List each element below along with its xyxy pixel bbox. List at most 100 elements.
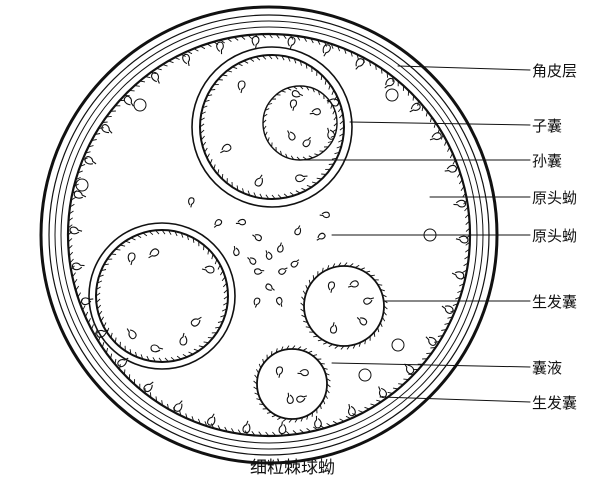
label-cyst-fluid: 囊液 xyxy=(532,359,563,377)
attached-protoscolex xyxy=(80,297,94,306)
free-protoscolex xyxy=(235,218,246,226)
attached-protoscolex xyxy=(71,262,85,271)
brood-capsule-teeth xyxy=(253,345,331,423)
attached-protoscolex xyxy=(143,381,154,393)
budding-capsule xyxy=(385,88,399,102)
free-protoscolex xyxy=(294,225,302,236)
protoscolex xyxy=(127,252,136,266)
free-protoscolex xyxy=(254,268,265,275)
attached-protoscolex xyxy=(251,35,260,49)
attached-protoscolex xyxy=(123,95,134,107)
attached-protoscolex xyxy=(455,235,469,244)
attached-protoscolex xyxy=(182,53,190,67)
free-protoscolex xyxy=(316,232,326,241)
free-protoscolex xyxy=(278,267,288,275)
protoscolex xyxy=(291,90,304,98)
protoscolex xyxy=(327,127,336,140)
free-protoscolex xyxy=(188,197,195,208)
leader-line xyxy=(379,396,531,403)
protoscolex xyxy=(275,366,284,378)
attached-protoscolex xyxy=(173,400,183,412)
attached-protoscolex xyxy=(378,386,387,398)
protoscolex xyxy=(329,322,338,334)
free-protoscolex xyxy=(290,259,300,268)
daughter-cyst-teeth xyxy=(199,54,345,200)
protoscolex xyxy=(287,130,296,141)
budding-capsule xyxy=(75,178,89,192)
leader-line xyxy=(331,362,531,368)
protoscolex xyxy=(289,99,298,111)
protoscolex xyxy=(309,108,321,116)
protoscolex xyxy=(363,297,375,305)
protoscolex xyxy=(237,80,246,94)
attached-protoscolex xyxy=(429,132,442,141)
attached-protoscolex xyxy=(207,413,216,426)
protoscolex xyxy=(286,392,294,404)
protoscolex xyxy=(179,332,188,346)
protoscolex xyxy=(326,98,340,107)
protoscolex xyxy=(347,280,359,288)
free-protoscolex xyxy=(247,257,257,265)
attached-protoscolex xyxy=(69,226,83,235)
attached-protoscolex xyxy=(117,357,129,368)
protoscolex xyxy=(327,281,336,293)
free-protoscolex xyxy=(319,211,330,219)
protoscolex xyxy=(201,265,215,274)
label-daughter-cyst: 子囊 xyxy=(532,117,563,135)
label-granddaughter-cyst: 孙囊 xyxy=(532,152,563,170)
protoscolex xyxy=(296,395,308,403)
leader-line xyxy=(397,65,531,71)
attached-protoscolex xyxy=(278,421,287,435)
daughter-cyst-top-inner xyxy=(199,54,345,200)
protoscolex xyxy=(190,316,202,327)
free-protoscolex xyxy=(252,234,262,242)
free-protoscolex xyxy=(265,283,275,291)
attached-protoscolex xyxy=(216,41,224,55)
attached-protoscolex xyxy=(84,156,97,165)
budding-capsule xyxy=(423,228,437,242)
protoscolex xyxy=(254,174,263,187)
protoscolex xyxy=(220,143,232,154)
label-germinal-layer: 生发囊 xyxy=(532,394,578,412)
attached-protoscolex xyxy=(348,403,356,417)
attached-protoscolex xyxy=(409,102,421,113)
attached-protoscolex xyxy=(355,58,365,70)
label-cuticle: 角皮层 xyxy=(532,62,578,80)
free-protoscolex xyxy=(275,297,283,307)
protoscolex xyxy=(148,248,160,259)
free-protoscolex xyxy=(233,245,240,257)
protoscolex xyxy=(150,344,164,353)
granddaughter-cyst xyxy=(262,85,338,161)
attached-protoscolex xyxy=(453,199,467,208)
attached-protoscolex xyxy=(441,305,454,314)
free-protoscolex xyxy=(253,297,261,308)
attached-protoscolex xyxy=(384,77,395,89)
attached-protoscolex xyxy=(101,124,113,134)
attached-protoscolex xyxy=(96,329,109,338)
budding-capsule xyxy=(133,98,147,112)
free-protoscolex xyxy=(213,219,223,228)
attached-protoscolex xyxy=(287,36,296,50)
label-protoscolex-free: 原头蚴 xyxy=(532,227,578,245)
protoscolex xyxy=(295,174,308,183)
attached-protoscolex xyxy=(151,72,160,84)
attached-protoscolex xyxy=(451,271,465,280)
budding-capsule xyxy=(358,368,372,382)
free-protoscolex xyxy=(265,250,273,260)
attached-protoscolex xyxy=(242,420,251,434)
protoscolex xyxy=(126,328,137,340)
attached-protoscolex xyxy=(404,363,415,375)
free-protoscolex xyxy=(277,242,284,253)
daughter-cyst-left xyxy=(88,222,236,370)
brood-capsule-bottom xyxy=(256,348,328,420)
budding-capsule xyxy=(391,338,405,352)
attached-protoscolex xyxy=(73,190,87,199)
daughter-cyst-teeth xyxy=(95,229,229,363)
daughter-cyst-top xyxy=(191,46,353,208)
label-protoscolex-attached: 原头蚴 xyxy=(532,189,578,207)
leader-line xyxy=(349,121,531,126)
brood-capsule-teeth xyxy=(300,262,388,350)
protoscolex xyxy=(356,317,368,326)
brood-capsule-right xyxy=(303,265,385,347)
